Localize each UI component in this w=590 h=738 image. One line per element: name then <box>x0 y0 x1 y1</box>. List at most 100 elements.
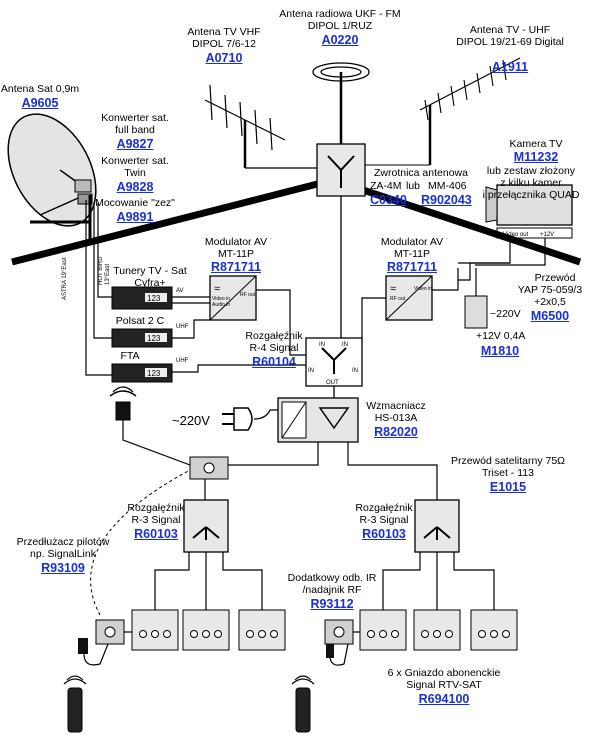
splitter-right-title: Rozgałęźnik <box>355 502 413 514</box>
sat-antenna-title: Antena Sat 0,9m <box>0 83 80 95</box>
lnb-full-model: full band <box>115 124 155 136</box>
lnb-twin-title: Konwerter sat. <box>101 155 169 167</box>
uhf-antenna-code[interactable]: A1911 <box>491 60 529 74</box>
ir-blaster-icon <box>109 386 191 466</box>
lnb-twin-code[interactable]: A9828 <box>116 180 154 194</box>
ir-extender-left-icon <box>78 619 132 666</box>
splitter4-in-3: IN <box>308 368 314 374</box>
lnb-full-code[interactable]: A9827 <box>116 137 154 151</box>
extender-model: np. SignalLink <box>30 548 96 560</box>
mod2-model: MT-11P <box>394 248 430 260</box>
sat-cable-code[interactable]: E1015 <box>489 480 527 494</box>
combiner-model-b: MM-406 <box>428 180 467 192</box>
psu-ac-label: ~220V <box>490 308 521 320</box>
mod1-video-in-label: Video in <box>212 296 230 302</box>
splitter4-title: Rozgałęźnik <box>245 330 303 342</box>
splitter4-in-4: IN <box>352 368 358 374</box>
svg-text:123: 123 <box>147 294 161 303</box>
splitter4-in-2: IN <box>342 342 348 348</box>
cable-yap-code[interactable]: M6500 <box>530 309 570 323</box>
combiner-model-or: lub <box>406 180 421 192</box>
remote-left-icon <box>63 675 87 733</box>
remote-right-icon <box>291 675 315 733</box>
lnb-full-title: Konwerter sat. <box>101 112 169 124</box>
vhf-antenna-title: Antena TV VHF <box>187 26 261 38</box>
socket-4-icon <box>359 609 407 651</box>
vhf-antenna-code[interactable]: A0710 <box>205 51 243 65</box>
camera-desc-2: z kilku kamer <box>500 177 562 189</box>
uhf-antenna-icon <box>362 57 521 166</box>
vhf-antenna-model: DIPOL 7/6-12 <box>192 38 256 50</box>
psu-box <box>464 295 488 329</box>
tuners-polsat: Polsat 2 C <box>115 315 165 327</box>
splitter-right-code[interactable]: R60103 <box>362 527 406 541</box>
sockets-code[interactable]: R694100 <box>418 692 470 706</box>
camera-power-label: +12V <box>540 232 554 238</box>
sockets-title: 6 x Gniazdo abonenckie <box>387 667 501 679</box>
mount-title: Mocowanie "zez" <box>95 197 175 209</box>
combiner-code-1[interactable]: C0340 <box>370 193 407 207</box>
mod1-rf-out-label: RF out <box>240 292 256 298</box>
mod1-title: Modulator AV <box>204 236 268 248</box>
cable-yap-model: YAP 75-059/3 <box>517 284 583 296</box>
psu-dc-label: +12V 0,4A <box>476 330 526 342</box>
tuner-cyfra-icon: 123 <box>111 286 173 310</box>
socket-5-icon <box>413 609 461 651</box>
mod1-tilde-icon: ≈ <box>214 283 220 295</box>
power-plug-icon <box>222 407 278 431</box>
cable-yap-extra: +2x0,5 <box>534 296 566 308</box>
socket-1-icon <box>131 609 179 651</box>
socket-6-icon <box>470 609 518 651</box>
combiner-code-2[interactable]: R902043 <box>421 193 472 207</box>
splitter-left-title: Rozgałęźnik <box>127 502 185 514</box>
dashed-ir-link <box>90 469 191 616</box>
vhf-antenna-icon <box>204 84 320 169</box>
sat-cable-title: Przewód satelitarny 75Ω <box>450 455 566 467</box>
tuner-polsat-icon: 123 <box>111 328 173 348</box>
psu-code[interactable]: M1810 <box>480 344 520 358</box>
amplifier-code[interactable]: R82020 <box>374 425 418 439</box>
splitter-right-model: R-3 Signal <box>359 514 409 526</box>
tuner-av-label: AV <box>176 288 184 294</box>
extender-title: Przedłużacz pilotów <box>16 536 110 548</box>
camera-desc-1: lub zestaw złożony <box>486 165 576 177</box>
splitter-left-code[interactable]: R60103 <box>134 527 178 541</box>
splitter-left-model: R-3 Signal <box>131 514 181 526</box>
sat-antenna-code[interactable]: A9605 <box>21 96 59 110</box>
combiner-symbol-icon <box>327 155 355 188</box>
amplifier-triangle-icon <box>318 407 350 430</box>
tuners-cyfra: Cyfra+ <box>134 277 166 289</box>
splitter-right-box <box>414 499 460 553</box>
mod2-rf-out-label: RF out <box>390 296 406 302</box>
ir-inline-icon <box>189 456 229 480</box>
tuner-uhf-label-1: UHF <box>176 324 189 330</box>
splitter4-in-1: IN <box>319 342 325 348</box>
extender-code[interactable]: R93109 <box>41 561 85 575</box>
mod1-code[interactable]: R871711 <box>210 260 262 274</box>
fm-antenna-title: Antena radiowa UKF - FM <box>279 8 401 20</box>
lnb-twin-model: Twin <box>124 167 146 179</box>
uhf-antenna-title: Antena TV - UHF <box>469 24 551 36</box>
astra-label: ASTRA 19°East <box>62 257 68 300</box>
camera-icon: Video out +12V <box>485 184 573 239</box>
tuners-fta: FTA <box>120 350 140 362</box>
satellite-dish-icon <box>7 113 97 240</box>
combiner-title: Zwrotnica antenowa <box>374 167 468 179</box>
ir-receiver-code[interactable]: R93112 <box>310 597 354 611</box>
mod1-model: MT-11P <box>218 248 254 260</box>
mount-code[interactable]: A9891 <box>116 210 154 224</box>
svg-text:123: 123 <box>147 369 161 378</box>
amplifier-title: Wzmacniacz <box>366 400 426 412</box>
mod2-title: Modulator AV <box>380 236 444 248</box>
hotbird-deg-label: 13°East <box>105 264 111 285</box>
splitter4-code[interactable]: R60104 <box>252 355 296 369</box>
mod1-audio-in-label: Audio in <box>212 302 230 308</box>
mod2-code[interactable]: R871711 <box>386 260 438 274</box>
combiner-model-a: ZA-4M <box>370 180 402 192</box>
mains-label: ~220V <box>172 413 210 428</box>
camera-video-out-label: Video out <box>503 232 529 238</box>
camera-code[interactable]: M11232 <box>513 150 559 164</box>
cable-yap-title: Przewód <box>534 272 576 284</box>
fm-antenna-code[interactable]: A0220 <box>321 33 359 47</box>
